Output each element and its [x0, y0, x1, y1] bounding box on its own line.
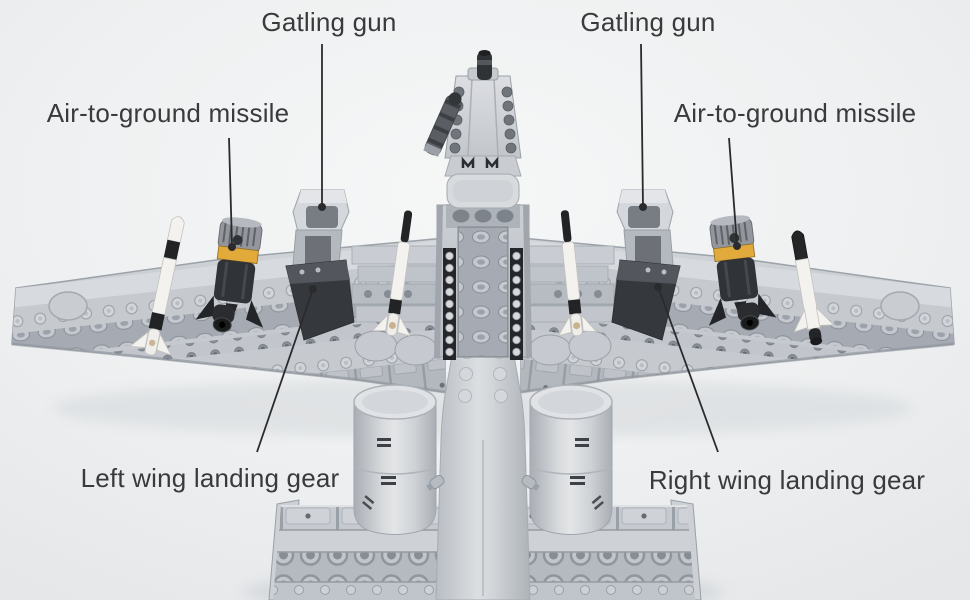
side-gatling-gun-barrel — [423, 92, 462, 157]
left-engine — [353, 384, 437, 535]
right-wingtip-disc — [880, 291, 920, 321]
label-gatling-gun-left: Gatling gun — [261, 7, 397, 37]
label-missile-left: Air-to-ground missile — [46, 98, 290, 128]
leader-line-gatling-gun-left — [318, 44, 326, 211]
label-landing-gear-left: Left wing landing gear — [80, 463, 340, 493]
fuselage — [434, 204, 532, 360]
nose-gatling-gun-barrel — [477, 50, 492, 80]
nose-section — [423, 50, 522, 159]
right-pipe — [521, 474, 540, 491]
label-missile-right: Air-to-ground missile — [673, 98, 917, 128]
cockpit — [444, 155, 522, 209]
right-inner-missile — [557, 210, 598, 337]
left-flap-drums — [354, 330, 438, 366]
leader-line-missile-right — [728, 137, 741, 250]
right-flap-drums — [528, 330, 612, 366]
label-landing-gear-right: Right wing landing gear — [648, 465, 926, 495]
left-outer-missile — [128, 216, 185, 356]
tail-spine — [435, 331, 531, 600]
left-air-to-ground-missile — [195, 217, 264, 333]
right-engine — [529, 384, 613, 535]
left-service-strip — [443, 248, 456, 360]
windshield-vents — [461, 156, 499, 168]
left-inner-missile — [371, 210, 413, 337]
left-pipe — [426, 474, 445, 491]
right-air-to-ground-missile — [708, 215, 777, 331]
leader-line-landing-gear-left — [256, 285, 317, 453]
leader-line-landing-gear-right — [654, 283, 719, 453]
label-gatling-gun-right: Gatling gun — [580, 7, 716, 37]
right-service-strip — [510, 248, 523, 360]
leader-line-gatling-gun-right — [639, 43, 647, 211]
leader-line-missile-left — [228, 137, 236, 251]
right-outer-missile — [791, 230, 835, 346]
left-wingtip-disc — [48, 291, 88, 321]
